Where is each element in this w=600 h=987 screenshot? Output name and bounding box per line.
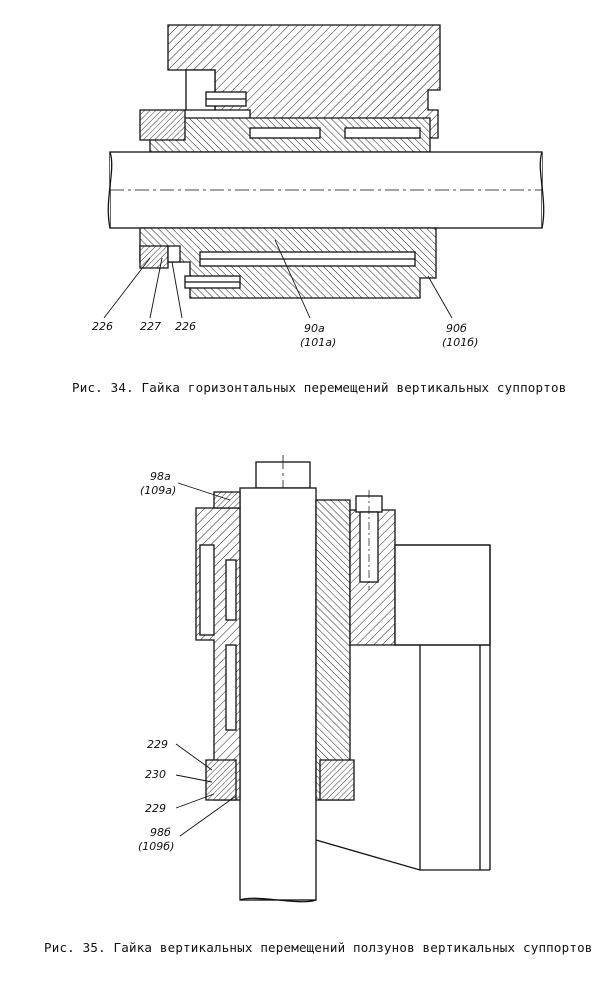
figure-35-labels: 98а (109а) 229 230 229 98б (109б): [138, 470, 176, 853]
figure-34-drawing: [103, 24, 545, 319]
label-109a: (109а): [140, 484, 176, 497]
label-229-bottom: 229: [145, 802, 166, 815]
label-226-right: 226: [175, 320, 196, 333]
figure-35-drawing: [175, 455, 491, 905]
label-227: 227: [140, 320, 161, 333]
label-98a: 98а: [150, 470, 171, 483]
label-229-top: 229: [147, 738, 168, 751]
label-90a: 90а: [304, 322, 325, 335]
figure-35-caption: Рис. 35. Гайка вертикальных перемещений …: [44, 940, 593, 955]
lead-screw-shaft: [109, 151, 543, 229]
lower-locknut-left: [205, 759, 237, 801]
vertical-screw-shaft: [239, 487, 317, 901]
label-101a: (101а): [300, 336, 336, 349]
label-226-left: 226: [92, 320, 113, 333]
figure-34-caption: Рис. 34. Гайка горизонтальных перемещени…: [72, 380, 567, 395]
right-nut-body: [315, 499, 351, 801]
lower-locknut: [139, 245, 169, 269]
label-98b: 98б: [150, 826, 171, 839]
label-109b: (109б): [138, 840, 174, 853]
label-101b: (101б): [442, 336, 478, 349]
lower-locknut-right: [319, 759, 355, 801]
label-90b: 90б: [446, 322, 467, 335]
upper-locknut: [139, 109, 186, 141]
label-230: 230: [145, 768, 166, 781]
figure-34-labels: 226 227 226 90а (101а) 90б (101б): [92, 320, 478, 349]
